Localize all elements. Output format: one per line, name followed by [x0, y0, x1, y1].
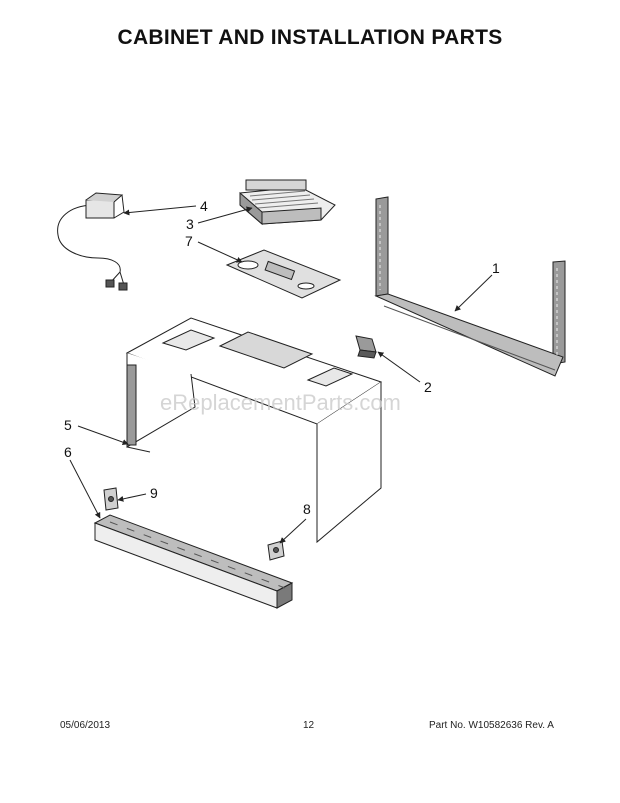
bracket-part-2 [355, 335, 377, 359]
power-cord-part [57, 192, 128, 291]
leader-line-3 [197, 206, 253, 224]
callout-2: 2 [424, 379, 432, 395]
leader-line-9 [117, 493, 147, 502]
leader-lines [69, 205, 493, 544]
leader-line-6 [69, 459, 101, 519]
vent-grille-part [239, 179, 336, 226]
callout-8: 8 [303, 501, 311, 517]
front-trim-part [93, 514, 294, 609]
footer-page-number: 12 [303, 720, 315, 731]
mounting-plate-part [225, 249, 342, 299]
callout-1: 1 [492, 260, 500, 276]
leader-line-2 [377, 351, 421, 383]
bracket-part-8 [267, 540, 285, 561]
leader-line-7 [197, 241, 243, 263]
page-title: CABINET AND INSTALLATION PARTS [117, 26, 503, 49]
leader-line-1 [454, 274, 493, 312]
callout-9: 9 [150, 485, 158, 501]
mounting-frame-part [374, 196, 566, 377]
callout-5: 5 [64, 417, 72, 433]
callout-3: 3 [186, 216, 194, 232]
leader-line-4 [123, 205, 197, 216]
callout-6: 6 [64, 444, 72, 460]
callout-7: 7 [185, 233, 193, 249]
callout-4: 4 [200, 198, 208, 214]
leader-line-5 [77, 425, 129, 445]
bracket-part-9 [103, 487, 119, 511]
footer-date: 05/06/2013 [60, 720, 111, 731]
leader-line-8 [279, 518, 307, 544]
footer-part-number: Part No. W10582636 Rev. A [429, 720, 554, 731]
cabinet-part [125, 317, 383, 544]
watermark-text: eReplacementParts.com [160, 390, 401, 415]
